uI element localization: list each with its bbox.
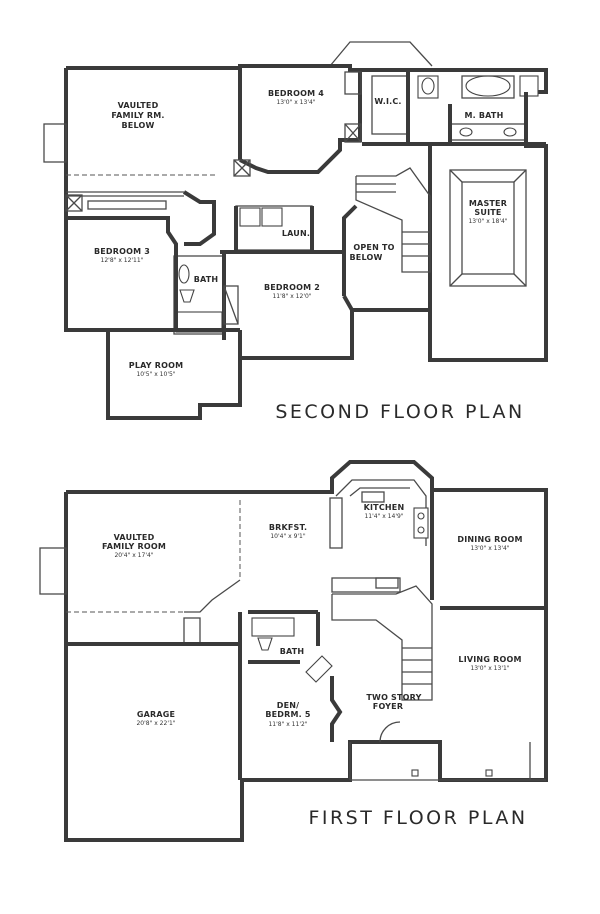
room-label-foyer-2: FOYER (373, 702, 403, 711)
room-label-play-room: PLAY ROOM (129, 361, 184, 370)
room-label-foyer-1: TWO STORY (366, 693, 421, 702)
room-dim-bedroom-4: 13'0" x 13'4" (276, 99, 315, 106)
room-label-master-bath: M. BATH (464, 111, 503, 120)
room-label-second-bath: BATH (194, 275, 219, 284)
room-dim-play-room: 10'5" x 10'5" (136, 371, 175, 378)
room-dim-den: 11'8" x 11'2" (268, 721, 307, 728)
room-label-bedroom-2: BEDROOM 2 (264, 283, 320, 292)
room-label-kitchen: KITCHEN (364, 503, 405, 512)
first-floor-plan-title: FIRST FLOOR PLAN (308, 807, 527, 829)
room-label-master-suite-1: MASTER (469, 199, 507, 208)
second-floor-plan (43, 41, 548, 420)
room-label-vaulted-family-1: VAULTED (114, 533, 155, 542)
first-floor-exterior-wall (64, 460, 548, 842)
room-label-open-to-below-1: OPEN TO (353, 243, 394, 252)
room-label-wic: W.I.C. (374, 97, 401, 106)
room-label-breakfast: BRKFST. (269, 523, 307, 532)
room-label-laundry: LAUN. (282, 229, 310, 238)
room-label-den-1: DEN/ (277, 701, 300, 710)
room-label-first-bath: BATH (280, 647, 305, 656)
room-dim-breakfast: 10'4" x 9'1" (270, 533, 306, 540)
room-label-vaulted-family-below-2: FAMILY RM. (111, 111, 164, 120)
room-dim-garage: 20'8" x 22'1" (136, 720, 175, 727)
room-label-living-room: LIVING ROOM (458, 655, 521, 664)
room-label-master-suite-2: SUITE (474, 208, 501, 217)
room-dim-vaulted-family: 20'4" x 17'4" (114, 552, 153, 559)
room-dim-bedroom-2: 11'8" x 12'0" (272, 293, 311, 300)
room-label-vaulted-family-below-1: VAULTED (118, 101, 159, 110)
second-floor-plan-title: SECOND FLOOR PLAN (275, 401, 524, 423)
room-label-den-2: BEDRM. 5 (265, 710, 311, 719)
room-dim-dining-room: 13'0" x 13'4" (470, 545, 509, 552)
first-floor-plan (39, 460, 548, 842)
room-label-garage: GARAGE (137, 710, 175, 719)
room-dim-master-suite: 13'0" x 18'4" (468, 218, 507, 225)
room-dim-kitchen: 11'4" x 14'9" (364, 513, 403, 520)
room-label-bedroom-3: BEDROOM 3 (94, 247, 150, 256)
room-label-vaulted-family-below-3: BELOW (122, 121, 155, 130)
room-label-bedroom-4: BEDROOM 4 (268, 89, 324, 98)
room-label-vaulted-family-2: FAMILY ROOM (102, 542, 166, 551)
second-floor-exterior-wall (64, 64, 548, 420)
room-dim-bedroom-3: 12'8" x 12'11" (101, 257, 144, 264)
room-label-dining-room: DINING ROOM (457, 535, 522, 544)
room-dim-living-room: 13'0" x 13'1" (470, 665, 509, 672)
room-label-open-to-below-2: BELOW (350, 253, 383, 262)
